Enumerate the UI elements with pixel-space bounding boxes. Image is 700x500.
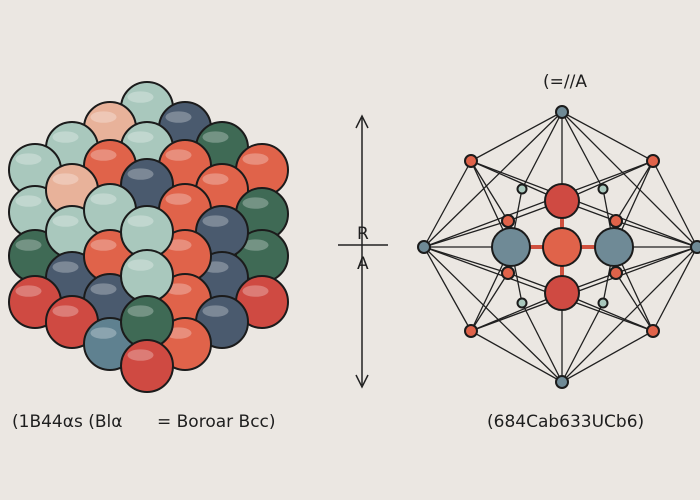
atom-sphere [235,275,289,329]
atom-sphere [120,339,174,393]
top-right-label: (=//A [543,72,587,92]
network-edge [423,111,563,248]
network-edge [470,330,563,383]
vertex-node [690,240,700,254]
network-edge [423,246,563,383]
arrow-up-head-icon [355,114,369,129]
core-right-atom [594,227,634,267]
core-center-atom [542,227,582,267]
network-edge [652,246,698,332]
network-edge [521,302,563,383]
network-edge [470,111,563,162]
double-arrow [338,114,388,389]
side-node [501,266,515,280]
side-node [609,214,623,228]
network-edge [423,220,509,248]
left-formula-label: (1B44αs (Blα [12,412,123,432]
network-edge [652,160,698,248]
network-edge [423,160,654,248]
network-edge [561,111,604,190]
core-bottom-atom [544,275,580,311]
network-edge [470,160,698,248]
core-left-atom [491,227,531,267]
network-edge [470,160,509,222]
side-node [609,266,623,280]
small-node [597,297,609,309]
atom-sphere [120,249,174,303]
network-edge [561,330,654,383]
middle-r-label: R [357,224,369,244]
small-node [516,183,528,195]
network-edge [521,111,563,190]
network-edge [615,160,654,222]
atom-network [417,105,700,389]
network-edge [423,160,472,248]
atom-sphere [120,295,174,349]
corner-node [646,324,660,338]
network-edge [615,220,698,248]
atom-sphere [120,205,174,259]
corner-node [464,154,478,168]
core-top-atom [544,183,580,219]
left-name-label: = Boroar Bcc) [157,412,276,432]
vertex-node [555,105,569,119]
network-edge [423,246,654,332]
corner-node [464,324,478,338]
network-edge [423,246,509,274]
network-edge [561,302,604,383]
vertex-node [555,375,569,389]
network-edge [470,246,698,332]
network-edge [561,246,698,383]
corner-node [646,154,660,168]
side-node [501,214,515,228]
atom-sphere [235,229,289,283]
network-edge [561,111,698,248]
network-edge [615,272,654,332]
atom-cluster [8,81,289,393]
middle-a-label: A [357,254,369,274]
arrow-down-head-icon [355,374,369,389]
vertex-node [417,240,431,254]
network-edge [561,111,654,162]
right-formula-label: (684Cab633UCb6) [487,412,645,432]
network-edge [423,246,472,332]
network-edge [470,272,509,332]
small-node [597,183,609,195]
small-node [516,297,528,309]
